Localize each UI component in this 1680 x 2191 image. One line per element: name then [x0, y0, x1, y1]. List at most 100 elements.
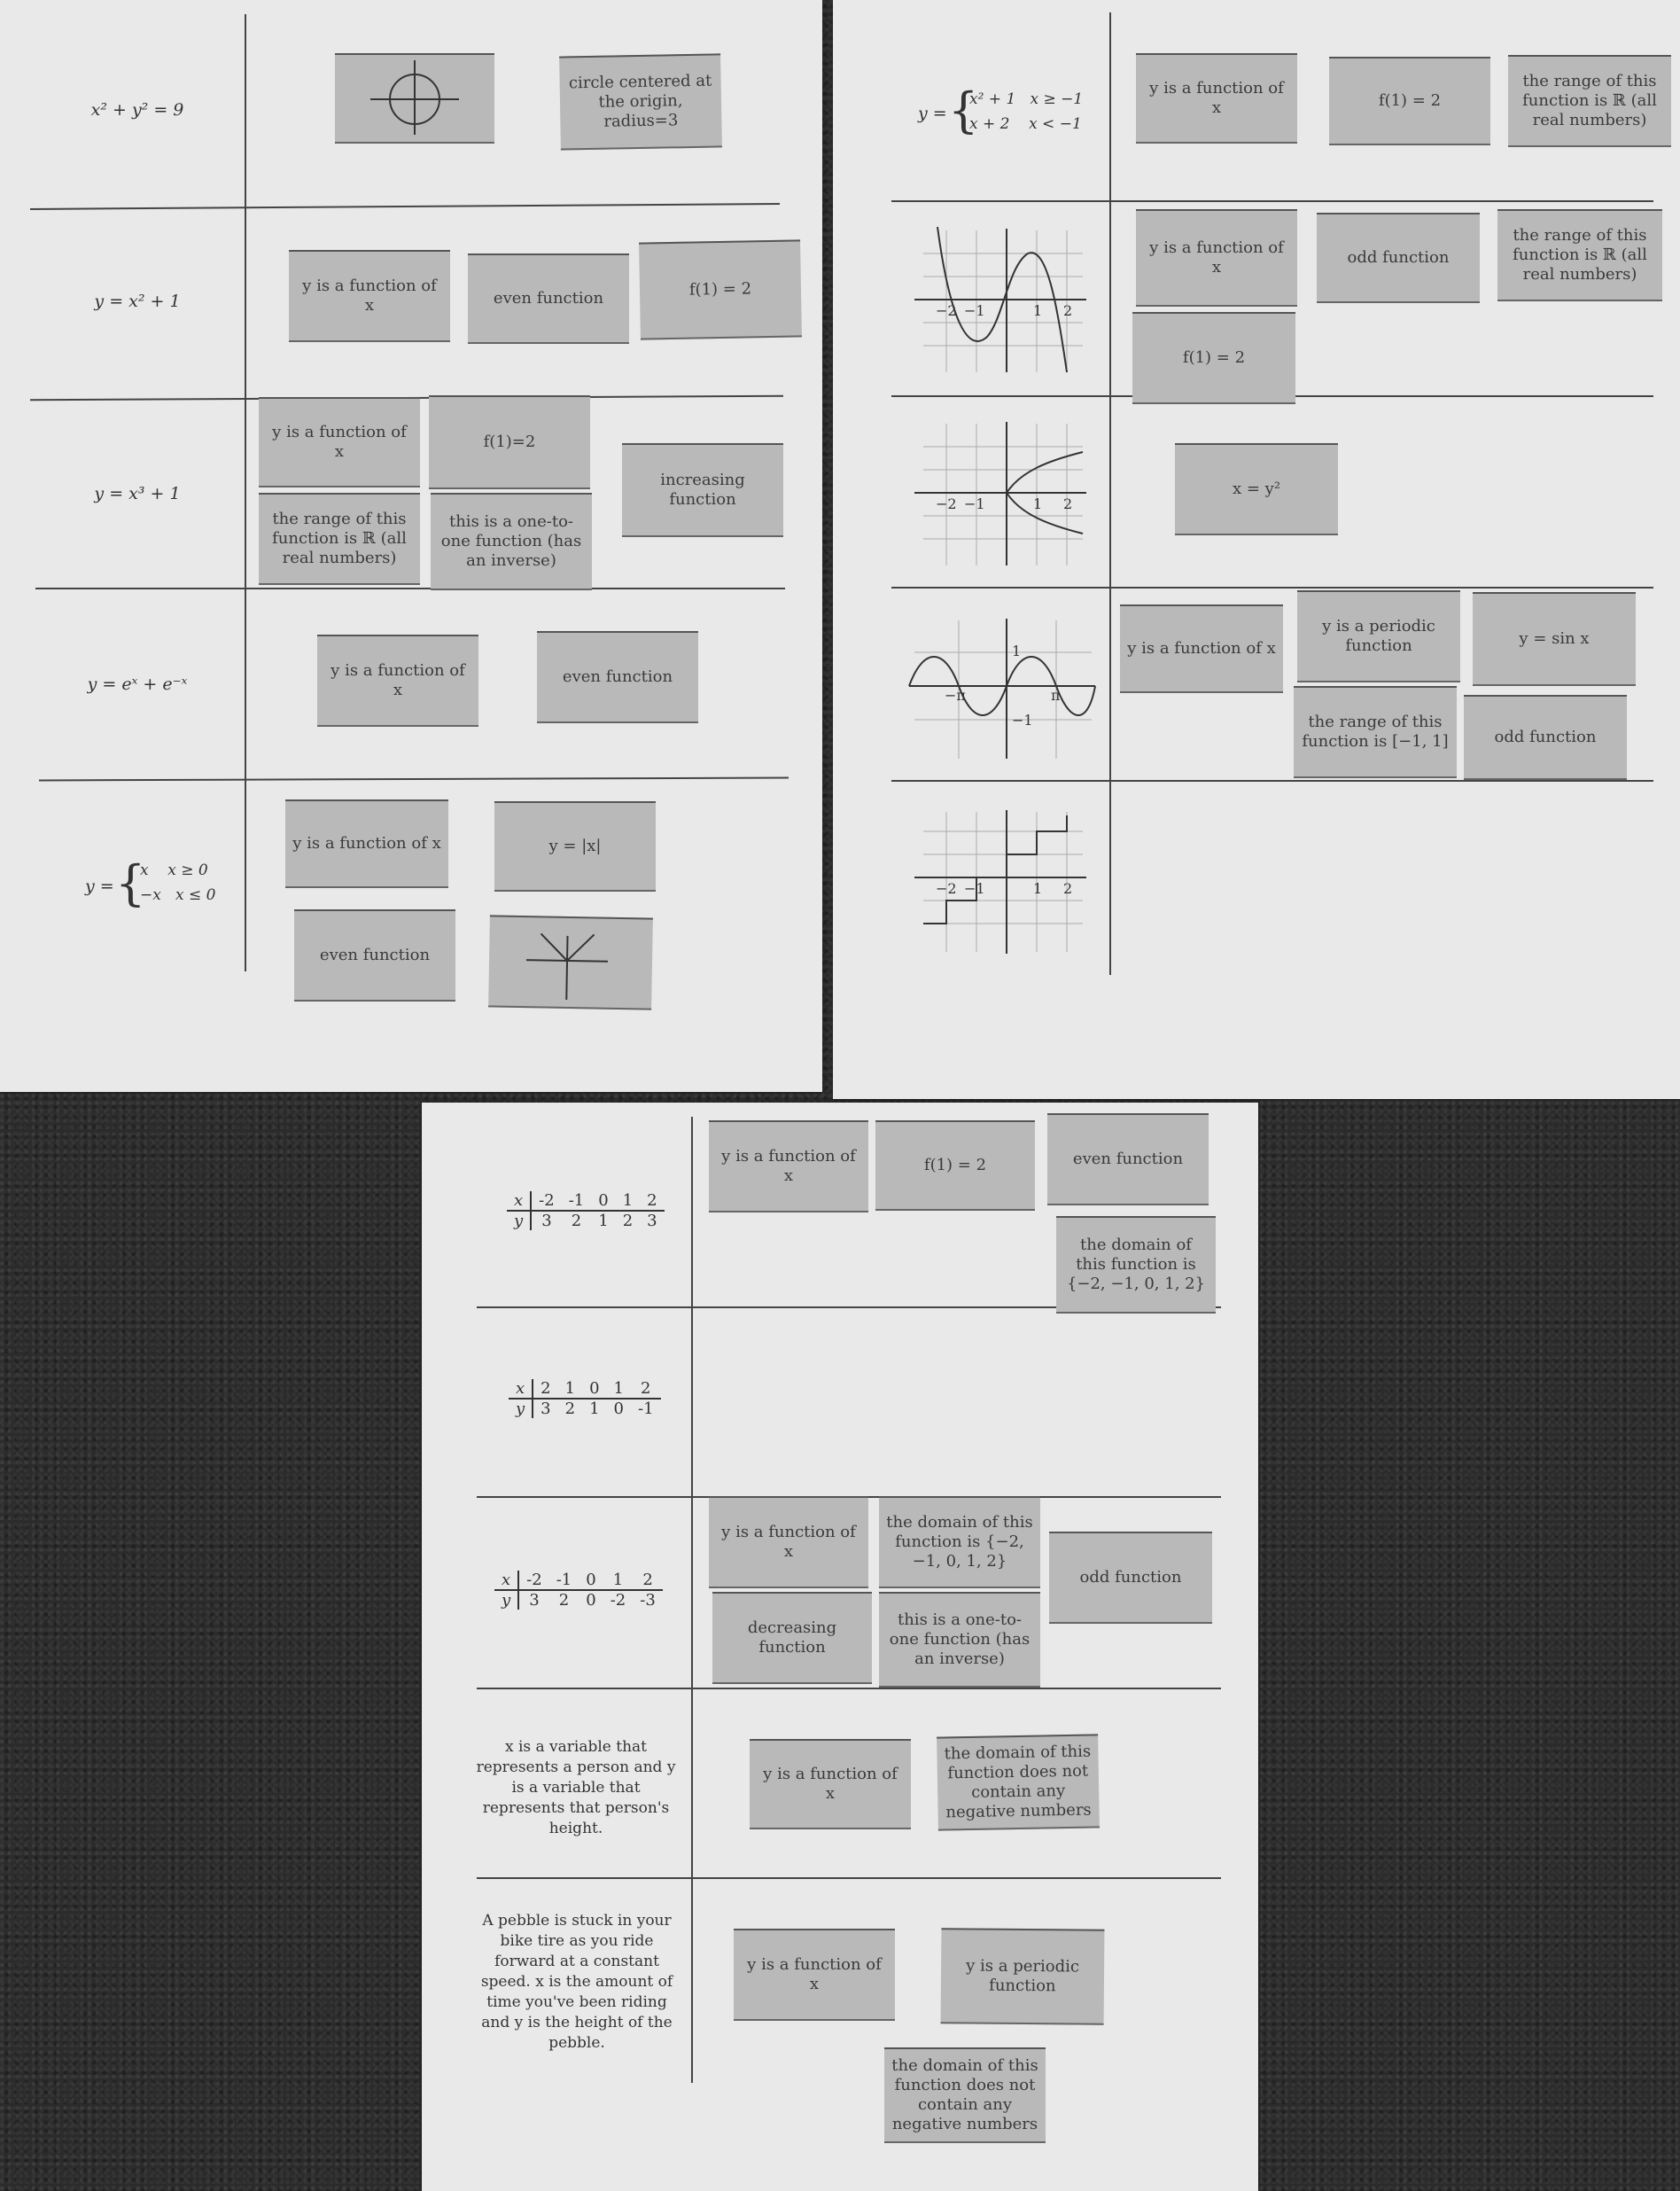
property-card[interactable]: the range of this function is ℝ (all rea… — [259, 493, 420, 585]
table-cell: 2 — [533, 1379, 558, 1400]
tick-label: −1 — [964, 880, 985, 897]
table-cell: 2 — [630, 1379, 661, 1400]
property-card[interactable]: f(1)=2 — [429, 395, 590, 489]
tick-label: −2 — [936, 302, 957, 319]
circle-graph-card[interactable] — [335, 53, 494, 144]
property-card[interactable]: x = y² — [1175, 443, 1338, 535]
table-cell: 0 — [582, 1379, 607, 1400]
property-card[interactable]: the domain of this function does not con… — [884, 2047, 1046, 2143]
property-card[interactable]: f(1) = 2 — [1132, 312, 1295, 404]
table-cell: 3 — [541, 1400, 551, 1418]
property-card[interactable]: the range of this function is ℝ (all rea… — [1497, 209, 1662, 301]
tick-label: 2 — [1063, 495, 1072, 512]
table-cell: 3 — [529, 1591, 540, 1610]
property-card[interactable]: even function — [468, 253, 629, 344]
scenario-text: A pebble is stuck in your bike tire as y… — [480, 1912, 673, 2052]
property-card[interactable]: f(1) = 2 — [875, 1120, 1035, 1211]
property-card[interactable]: y = sin x — [1473, 592, 1636, 686]
row-divider — [38, 776, 789, 782]
property-card[interactable]: the domain of this function is {−2, −1, … — [1056, 1216, 1216, 1314]
table-cell: 2 — [564, 1400, 576, 1418]
property-card[interactable]: y is a function of x — [289, 250, 450, 342]
property-card[interactable]: y is a function of x — [259, 397, 420, 487]
row-divider — [891, 587, 1653, 589]
scenario-text: x is a variable that represents a person… — [476, 1738, 676, 1837]
property-card[interactable]: increasing function — [622, 443, 783, 537]
property-card[interactable]: even function — [294, 909, 455, 1002]
cubic-graph-icon: −2 −1 1 2 — [914, 226, 1086, 373]
column-divider — [1109, 12, 1111, 975]
step-graph-icon: −2 −1 1 2 — [914, 810, 1086, 954]
property-card[interactable]: the domain of this function is {−2, −1, … — [879, 1496, 1040, 1588]
abs-graph-icon — [526, 932, 609, 1000]
property-card[interactable]: the range of this function is ℝ (all rea… — [1508, 55, 1671, 147]
property-card[interactable]: even function — [1047, 1113, 1209, 1205]
row-divider — [477, 1306, 1221, 1308]
property-card[interactable]: y is a function of x — [709, 1496, 868, 1588]
value-table: x -2 -1 0 1 2 y 3 2 0 -2 -3 — [494, 1571, 663, 1610]
table-cell: 1 — [557, 1379, 583, 1400]
table-cell: 2 — [633, 1571, 663, 1591]
equation-label: y = x³ + 1 — [94, 484, 181, 503]
property-card[interactable]: y is a periodic function — [1297, 590, 1460, 682]
tick-label: 1 — [1012, 643, 1021, 659]
equation-label: y = eˣ + e⁻ˣ — [87, 674, 188, 694]
property-card[interactable]: circle centered at the origin, radius=3 — [559, 53, 722, 151]
tick-label: 1 — [1033, 495, 1042, 512]
piecewise-equation: y = { x² + 1 x ≥ −1 x + 2 x < −1 — [918, 82, 1084, 138]
row-divider — [477, 1688, 1221, 1689]
tick-label: −1 — [964, 302, 985, 319]
property-card[interactable]: decreasing function — [712, 1592, 872, 1684]
property-card[interactable]: odd function — [1317, 213, 1480, 303]
column-divider — [691, 1117, 693, 2083]
tick-label: −1 — [964, 495, 985, 512]
table-cell: 1 — [615, 1191, 641, 1212]
tick-label: −π — [945, 687, 966, 704]
table-cell: -2 — [610, 1591, 626, 1610]
table-cell: 0 — [591, 1191, 616, 1212]
row-divider — [477, 1877, 1221, 1879]
sine-graph-icon: 1 −1 −π π — [908, 619, 1096, 759]
property-card[interactable]: y is a function of x — [1136, 53, 1297, 144]
table-cell: 2 — [622, 1212, 634, 1230]
table-cell: 3 — [541, 1212, 552, 1230]
property-card[interactable]: odd function — [1464, 695, 1627, 780]
property-card[interactable]: y is a function of x — [1136, 209, 1297, 307]
property-card[interactable]: the domain of this function does not con… — [937, 1734, 1100, 1831]
tick-label: 2 — [1063, 302, 1072, 319]
property-card[interactable]: this is a one-to-one function (has an in… — [879, 1592, 1040, 1688]
tick-label: 2 — [1063, 880, 1072, 897]
property-card[interactable]: y is a function of x — [317, 635, 478, 727]
property-card[interactable]: y is a function of x — [734, 1929, 895, 2021]
table-cell: 1 — [603, 1571, 634, 1591]
tick-label: −1 — [1012, 712, 1033, 729]
table-cell: -1 — [561, 1191, 592, 1212]
tick-label: −2 — [936, 880, 957, 897]
property-card[interactable]: the range of this function is [−1, 1] — [1294, 686, 1457, 778]
property-card[interactable]: y is a function of x — [709, 1120, 868, 1212]
sideways-parabola-icon: −2 −1 1 2 — [914, 422, 1086, 565]
table-cell: 1 — [606, 1379, 631, 1400]
value-table: x -2 -1 0 1 2 y 3 2 1 2 3 — [507, 1191, 665, 1230]
property-card[interactable]: odd function — [1049, 1532, 1212, 1624]
worksheet-bottom: x -2 -1 0 1 2 y 3 2 1 2 3 y is a functio… — [422, 1103, 1258, 2191]
property-card[interactable]: this is a one-to-one function (has an in… — [431, 493, 592, 590]
property-card[interactable]: f(1) = 2 — [639, 239, 802, 340]
property-card[interactable]: y is a function of x — [285, 799, 448, 888]
property-card[interactable]: y is a function of x — [750, 1739, 911, 1829]
abs-graph-card[interactable] — [488, 915, 653, 1010]
property-card[interactable]: y = |x| — [494, 801, 656, 892]
equation-label: y = x² + 1 — [94, 292, 181, 311]
table-cell: 3 — [647, 1212, 657, 1230]
property-card[interactable]: y is a periodic function — [940, 1928, 1105, 2025]
property-card[interactable]: y is a function of x — [1120, 604, 1283, 693]
property-card[interactable]: f(1) = 2 — [1329, 57, 1490, 145]
worksheet-top-left: x² + y² = 9 circle centered at the origi… — [0, 0, 822, 1092]
property-card[interactable]: even function — [537, 631, 698, 723]
row-divider — [891, 780, 1653, 782]
row-divider — [30, 203, 780, 210]
table-cell: 1 — [589, 1400, 600, 1418]
column-divider — [245, 14, 246, 971]
table-cell: 2 — [640, 1191, 665, 1212]
table-cell: -1 — [548, 1571, 579, 1591]
